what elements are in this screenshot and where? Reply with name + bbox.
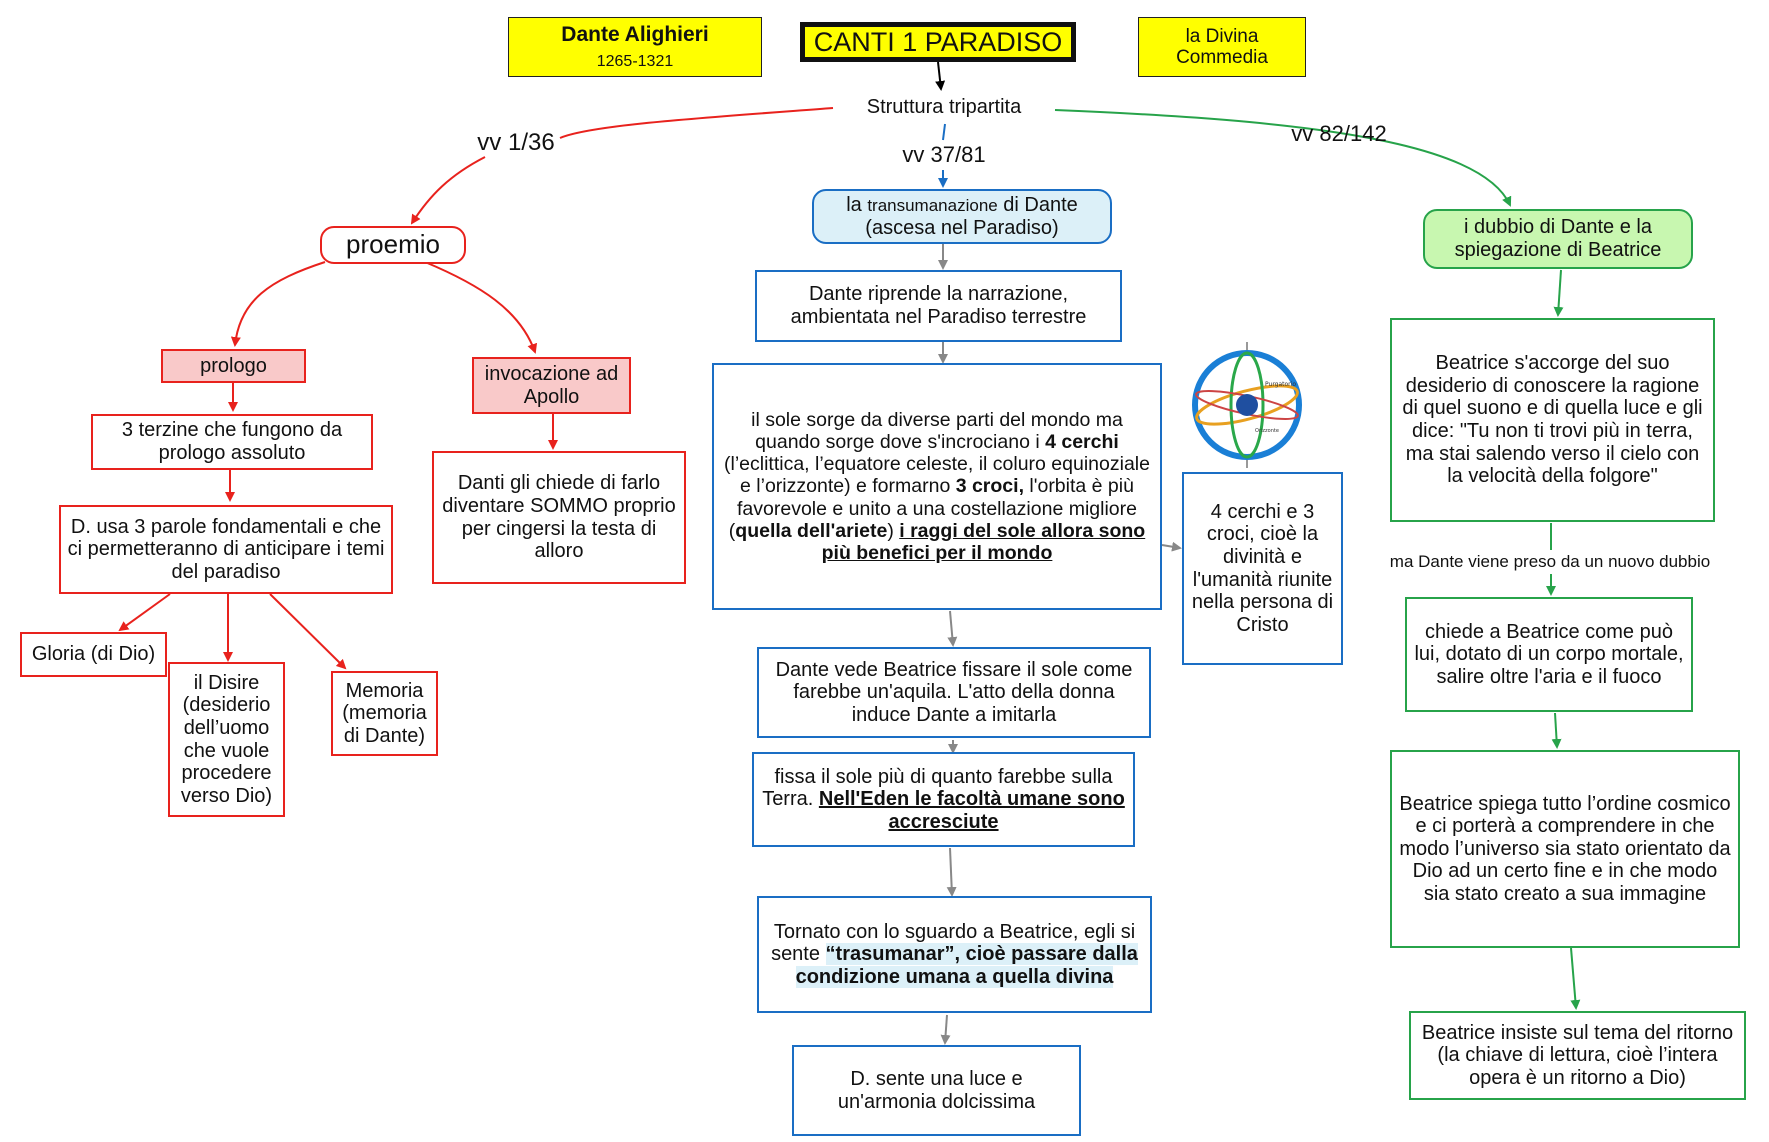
verse-label-center: vv 37/81: [902, 142, 986, 167]
invocazione-node: invocazione ad Apollo: [472, 357, 631, 414]
right-step-4: Beatrice insiste sul tema del ritorno (l…: [1409, 1011, 1746, 1100]
verse-label-right: vv 82/142: [1291, 121, 1387, 146]
center-step-3: Dante vede Beatrice fissare il sole come…: [757, 647, 1151, 738]
center-step-6: D. sente una luce e un'armonia dolcissim…: [792, 1045, 1081, 1136]
page-title: CANTI 1 PARADISO: [800, 22, 1076, 62]
word-memoria-node: Memoria (memoria di Dante): [331, 671, 438, 756]
three-words-node: D. usa 3 parole fondamentali e che ci pe…: [59, 505, 393, 594]
word-gloria-node: Gloria (di Dio): [20, 632, 167, 677]
invocazione-detail-node: Danti gli chiede di farlo diventare SOMM…: [432, 451, 686, 584]
armillary-sphere-icon: Purgatorio Orizzonte: [1187, 340, 1307, 470]
transumanazione-node: la transumanazione di Dante (ascesa nel …: [812, 189, 1112, 244]
work-box: la Divina Commedia: [1138, 17, 1306, 77]
dubbio-node: i dubbio di Dante e la spiegazione di Be…: [1423, 209, 1693, 269]
right-link-label: ma Dante viene preso da un nuovo dubbio: [1389, 552, 1711, 571]
prologo-detail-node: 3 terzine che fungono da prologo assolut…: [91, 414, 373, 470]
center-step-1: Dante riprende la narrazione, ambientata…: [755, 270, 1122, 342]
verse-label-left: vv 1/36: [477, 129, 555, 156]
proemio-node: proemio: [320, 226, 466, 264]
word-disire-node: il Disire (desiderio dell’uomo che vuole…: [168, 662, 285, 817]
root-label: Struttura tripartita: [866, 95, 1022, 118]
side-note-node: 4 cerchi e 3 croci, cioè la divinità e l…: [1182, 472, 1343, 665]
svg-text:Orizzonte: Orizzonte: [1255, 428, 1279, 434]
author-years: 1265-1321: [596, 52, 674, 70]
author-box: Dante Alighieri 1265-1321: [508, 17, 762, 77]
center-step-2: il sole sorge da diverse parti del mondo…: [712, 363, 1162, 610]
center-step-4: fissa il sole più di quanto farebbe sull…: [752, 752, 1135, 847]
right-step-1: Beatrice s'accorge del suo desiderio di …: [1390, 318, 1715, 522]
right-step-2: chiede a Beatrice come può lui, dotato d…: [1405, 597, 1693, 712]
svg-text:Purgatorio: Purgatorio: [1265, 381, 1296, 388]
author-name: Dante Alighieri: [561, 23, 709, 47]
center-step-5: Tornato con lo sguardo a Beatrice, egli …: [757, 896, 1152, 1013]
prologo-node: prologo: [161, 349, 306, 383]
right-step-3: Beatrice spiega tutto l’ordine cosmico e…: [1390, 750, 1740, 948]
